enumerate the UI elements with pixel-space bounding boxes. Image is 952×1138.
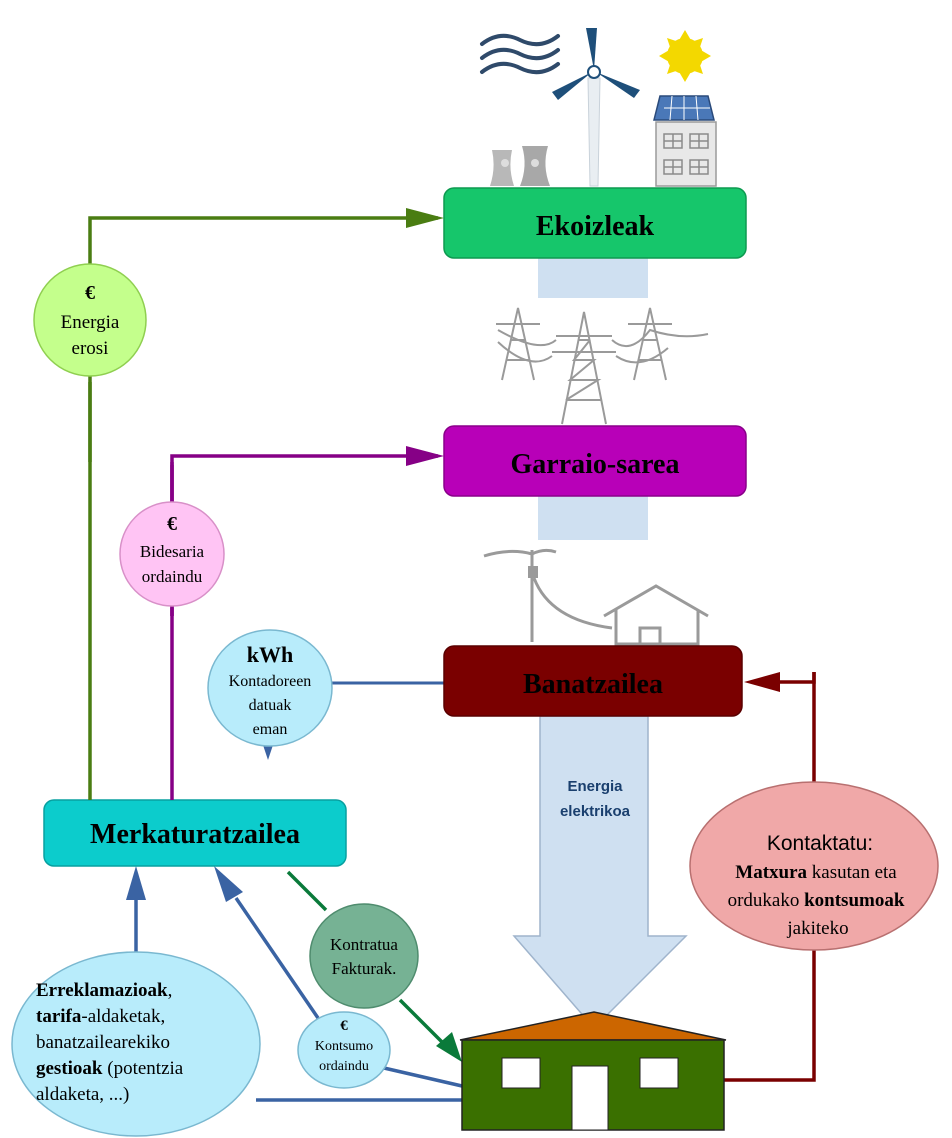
bubble-contact-line4: jakiteko bbox=[786, 918, 848, 939]
arrow-consumption bbox=[234, 897, 320, 1019]
energy-flow-label-2: elektrikoa bbox=[560, 803, 631, 820]
wind-turbine-icon bbox=[552, 28, 640, 187]
node-distributor-label: Banatzailea bbox=[523, 669, 663, 700]
bubble-meter-data-line1: Kontadoreen bbox=[229, 673, 312, 690]
bubble-claims-line5: aldaketa, ...) bbox=[36, 1084, 129, 1105]
nuclear-plant-icon bbox=[490, 146, 550, 186]
bubble-claims-line1: Erreklamazioak, bbox=[36, 980, 172, 1001]
wind-waves-icon bbox=[480, 33, 560, 75]
arrowhead-house bbox=[436, 1032, 462, 1062]
bubble-contact-line1: Kontaktatu: bbox=[767, 832, 873, 855]
arrowhead-claims bbox=[126, 866, 146, 900]
bubble-meter-data: kWh Kontadoreen datuak eman bbox=[207, 629, 333, 747]
bubble-consumption-symbol: € bbox=[340, 1018, 348, 1034]
node-producers[interactable]: Ekoizleak bbox=[443, 187, 747, 259]
arrowhead-consumption bbox=[214, 866, 243, 902]
node-retailer-label: Merkaturatzailea bbox=[90, 819, 300, 850]
bubble-buy-energy-line2: erosi bbox=[72, 338, 109, 359]
transmission-tower-icon bbox=[496, 307, 709, 425]
bubble-contact-line2: Matxura kasutan eta bbox=[735, 862, 897, 883]
energy-flow-label-1: Energia bbox=[567, 778, 623, 795]
node-retailer[interactable]: Merkaturatzailea bbox=[43, 799, 347, 867]
bubble-buy-energy-symbol: € bbox=[85, 282, 95, 304]
bubble-grid-fee: € Bidesaria ordaindu bbox=[119, 501, 225, 607]
arrow-contract bbox=[286, 870, 448, 1048]
utility-pole-house-icon bbox=[483, 548, 709, 646]
bubble-grid-fee-symbol: € bbox=[167, 513, 177, 535]
bubble-consumption-line1: Kontsumo bbox=[315, 1039, 373, 1054]
solar-building-icon bbox=[653, 95, 717, 187]
bubble-meter-data-symbol: kWh bbox=[247, 642, 293, 667]
node-transmission-label: Garraio-sarea bbox=[511, 449, 680, 480]
node-producers-label: Ekoizleak bbox=[536, 211, 655, 242]
flow-bar-upper bbox=[538, 258, 648, 298]
bubble-contract-line1: Kontratua bbox=[330, 935, 398, 954]
bubble-consumption-line2: ordaindu bbox=[319, 1059, 369, 1074]
arrowhead-producers bbox=[406, 208, 444, 228]
bubble-meter-data-line2: datuak bbox=[249, 697, 292, 714]
arrow-buy-energy bbox=[88, 216, 438, 462]
flow-bar-middle bbox=[538, 496, 648, 540]
bubble-contract-line2: Fakturak. bbox=[332, 959, 397, 978]
bubble-buy-energy-line1: Energia bbox=[61, 312, 120, 333]
bubble-meter-data-line3: eman bbox=[253, 721, 288, 738]
bubble-consumption: € Kontsumo ordaindu bbox=[297, 1011, 391, 1089]
energy-flow-arrow bbox=[512, 715, 688, 1030]
consumer-house-icon[interactable] bbox=[459, 1011, 727, 1131]
bubble-contact: Kontaktatu: Matxura kasutan eta ordukako… bbox=[689, 781, 939, 951]
arrowhead-transmission bbox=[406, 446, 444, 466]
bubble-buy-energy: € Energia erosi bbox=[33, 263, 147, 377]
line-house-consumption bbox=[383, 1066, 463, 1088]
node-transmission[interactable]: Garraio-sarea bbox=[443, 425, 747, 497]
bubble-contract: Kontratua Fakturak. bbox=[309, 903, 419, 1009]
bubble-grid-fee-line1: Bidesaria bbox=[140, 542, 205, 561]
bubble-claims-line4: gestioak (potentzia bbox=[36, 1058, 184, 1079]
bubble-contact-line3: ordukako kontsumoak bbox=[728, 890, 905, 911]
arrowhead-distributor bbox=[744, 672, 780, 692]
bubble-claims-line3: banatzailearekiko bbox=[36, 1032, 170, 1053]
bubble-claims-line2: tarifa-aldaketak, bbox=[36, 1006, 165, 1027]
bubble-grid-fee-line2: ordaindu bbox=[142, 567, 203, 586]
node-distributor[interactable]: Banatzailea bbox=[443, 645, 743, 717]
sun-icon bbox=[659, 30, 711, 82]
bubble-claims: Erreklamazioak, tarifa-aldaketak, banatz… bbox=[11, 951, 261, 1137]
